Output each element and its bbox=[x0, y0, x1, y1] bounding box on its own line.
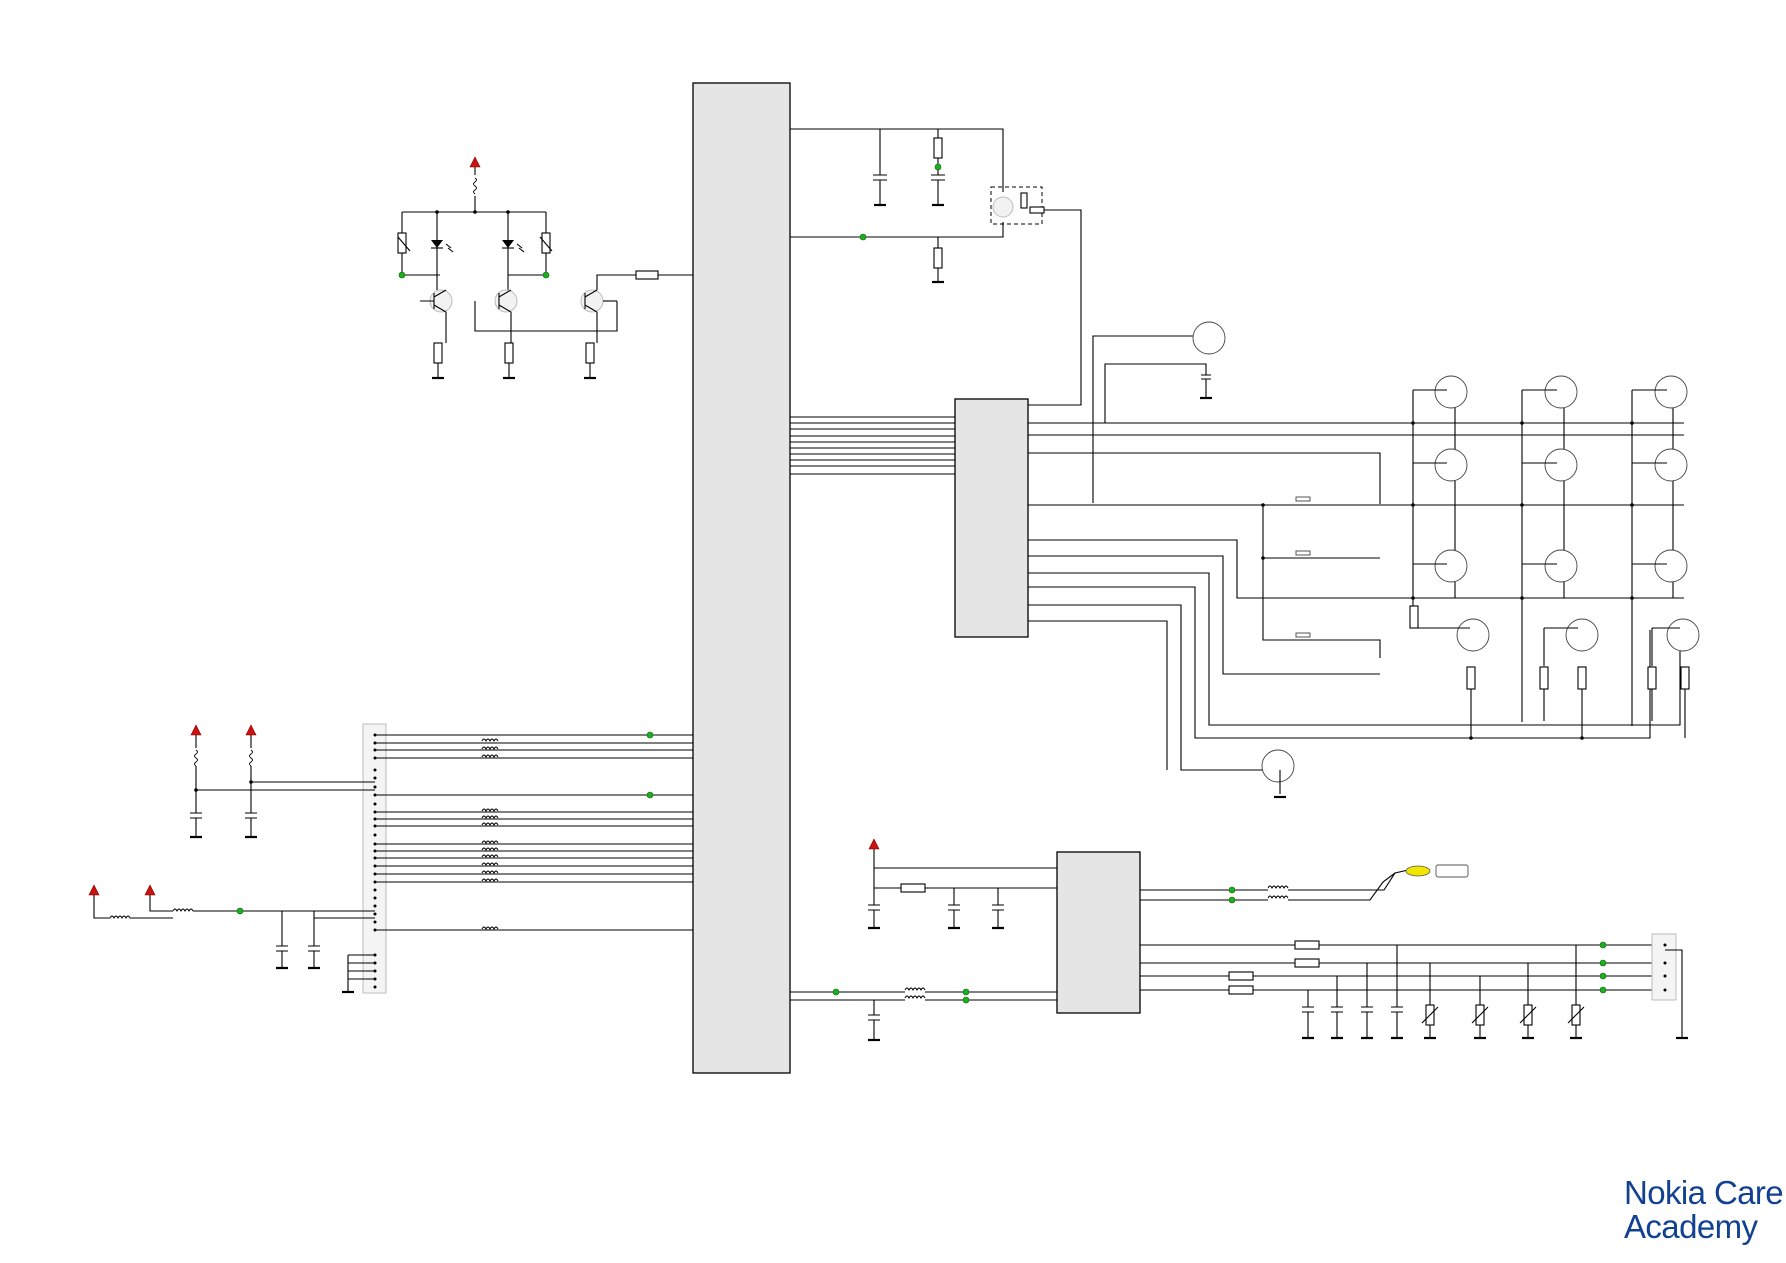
ui-controller-block bbox=[954, 398, 1029, 638]
buzzer-circuit bbox=[790, 128, 1082, 406]
logo-line-1: Nokia Care bbox=[1624, 1174, 1784, 1211]
audio-codec-wiring bbox=[790, 838, 1688, 1042]
system-connector-wiring bbox=[88, 724, 693, 994]
keyboard-matrix bbox=[1028, 321, 1700, 799]
main-processor-block bbox=[692, 82, 791, 1074]
nokia-care-academy-logo: Nokia Care Academy bbox=[1624, 1174, 1784, 1245]
supply-arrow bbox=[469, 156, 481, 168]
led-driver-circuit bbox=[397, 156, 693, 380]
asic-to-controller-bus bbox=[790, 416, 955, 475]
audio-codec-block bbox=[1056, 851, 1141, 1014]
logo-line-2: Academy bbox=[1624, 1208, 1758, 1245]
